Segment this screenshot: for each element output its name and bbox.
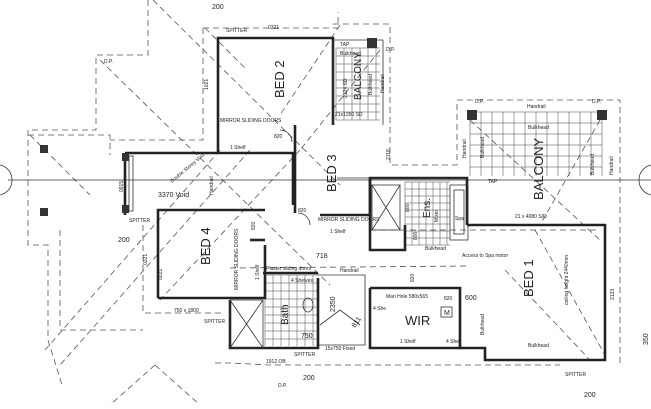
- dimension: 0221: [143, 254, 149, 265]
- bulkhead-label: Bulkhead: [590, 154, 596, 175]
- shelves-label: 4 She: [446, 339, 459, 345]
- shelves-label: 4 Shelves: [291, 278, 313, 284]
- room-bed2: BED 2: [272, 60, 287, 98]
- shelf-label: 1 Shelf: [230, 145, 246, 151]
- shelf-label: 1 Shelf: [330, 229, 346, 235]
- sliding-door-label: 2124 SD: [343, 78, 349, 98]
- room-ens: Ens.: [422, 198, 433, 218]
- dimension: 200: [212, 4, 224, 11]
- downpipe-label: D.P.: [278, 383, 287, 389]
- access-spa-label: Access to Spa motor: [462, 253, 508, 259]
- handrail-label: Handrail: [380, 74, 386, 93]
- dimension: 811: [351, 316, 363, 329]
- door-dimension: 820: [410, 273, 416, 282]
- bulkhead-label: Bulkhead: [368, 74, 374, 95]
- dimension: 600: [465, 295, 477, 302]
- bulkhead-label: Bulkhead: [480, 314, 486, 335]
- dimension: 750: [301, 333, 313, 340]
- dimension: 2118: [386, 149, 392, 160]
- room-labels: BED 2 BED 3 BED 4 BED 1 WIR Bath Ens. BA…: [198, 52, 546, 328]
- fixtures: [40, 38, 607, 349]
- shelves-label: 4 She: [373, 306, 386, 312]
- window-dimension: 1912 OB: [266, 359, 286, 365]
- mirror-doors-label: MIRROR SLIDING DOORS: [220, 118, 282, 124]
- tap-label: TAP: [488, 179, 498, 185]
- shelf-label: 1 Shelf: [400, 339, 416, 345]
- plaster-doors-label: Plaster sliding doors: [266, 266, 312, 272]
- handrail-label: Handrail: [209, 176, 215, 195]
- spitter-label: SPITTER: [226, 28, 248, 34]
- handrail-label: Handrail: [609, 156, 615, 175]
- dimension: 1021: [204, 79, 210, 90]
- room-bed3: BED 3: [324, 154, 339, 192]
- mirror-doors-label: MIRROR SLIDING DOORS: [318, 217, 380, 223]
- room-balcony-large: BALCONY: [531, 138, 546, 200]
- bulkhead-label: Bulkhead: [425, 246, 446, 252]
- spitter-label: SPITTER: [204, 319, 226, 325]
- void-dimension: 3370 Void: [158, 192, 189, 199]
- mirror-doors-label: MIRROR SLIDING DOORS: [234, 228, 240, 290]
- spa-label: Spa: [455, 216, 464, 222]
- dimension: 200: [584, 392, 596, 399]
- sliding-door-label: 21 x 4080 S/D: [515, 214, 547, 220]
- section-line: [0, 164, 651, 196]
- bulkhead-label: Bulkhead: [528, 125, 549, 131]
- downpipe-label: D.P.: [104, 59, 113, 65]
- handrail-label: Handrail: [527, 104, 546, 110]
- manhole-marker: M: [444, 310, 450, 317]
- downpipe-label: D.P.: [592, 99, 601, 105]
- dimension: 2133: [610, 289, 616, 300]
- door-dimension: 820: [251, 221, 257, 230]
- handrail-label: Handrail: [340, 268, 359, 274]
- dimension: 200: [303, 375, 315, 382]
- dimension: 800: [413, 231, 419, 240]
- room-bed1: BED 1: [521, 259, 536, 297]
- door-dimension: 820: [274, 134, 283, 140]
- window-label: 15x750 Fixed: [325, 346, 355, 352]
- balcony-tiles: [264, 47, 603, 346]
- spitter-label: SPITTER: [565, 372, 587, 378]
- door-dimension: 820: [298, 208, 307, 214]
- dimension: 350: [643, 333, 650, 345]
- dimension: 2350: [330, 296, 337, 312]
- window-dimension: 750 x 1800: [174, 308, 199, 314]
- spitter-label: SPITTER: [294, 352, 316, 358]
- ceiling-height-label: ceiling height 2440mm: [564, 255, 570, 305]
- mixer-label: Mixer: [434, 209, 440, 222]
- dimension: 0221: [158, 269, 164, 280]
- room-bath: Bath: [280, 304, 291, 325]
- dimension: 200: [118, 237, 130, 244]
- bulkhead-label: Bulkhead: [340, 51, 361, 57]
- downpipe-label: D.P.: [386, 47, 395, 53]
- dimension: 800: [405, 203, 411, 212]
- annotations: 200 SPITTER 0321 1021 D.P. MIRROR SLIDIN…: [104, 4, 650, 399]
- door-dimension: 820: [444, 296, 453, 302]
- shelf-label: 1 Shelf: [255, 264, 261, 280]
- spitter-label: SPITTER: [129, 218, 151, 224]
- roof-outline: [27, 0, 621, 406]
- room-balcony-small: BALCONY: [353, 52, 364, 100]
- dimension: 718: [316, 253, 328, 260]
- room-wir: WIR: [405, 313, 430, 328]
- bulkhead-label: Bulkhead: [528, 343, 549, 349]
- dimension: 0915: [119, 181, 125, 192]
- dimension: 0321: [268, 25, 279, 31]
- bulkhead-label: Bulkhead: [480, 137, 486, 158]
- room-bed4: BED 4: [198, 227, 213, 265]
- tap-label: TAP: [340, 42, 350, 48]
- downpipe-label: D.P.: [475, 99, 484, 105]
- handrail-label: Handrail: [462, 139, 468, 158]
- manhole-label: Man Hole 580x565: [386, 294, 428, 300]
- sliding-door-label: 21x1350 SD: [335, 112, 363, 118]
